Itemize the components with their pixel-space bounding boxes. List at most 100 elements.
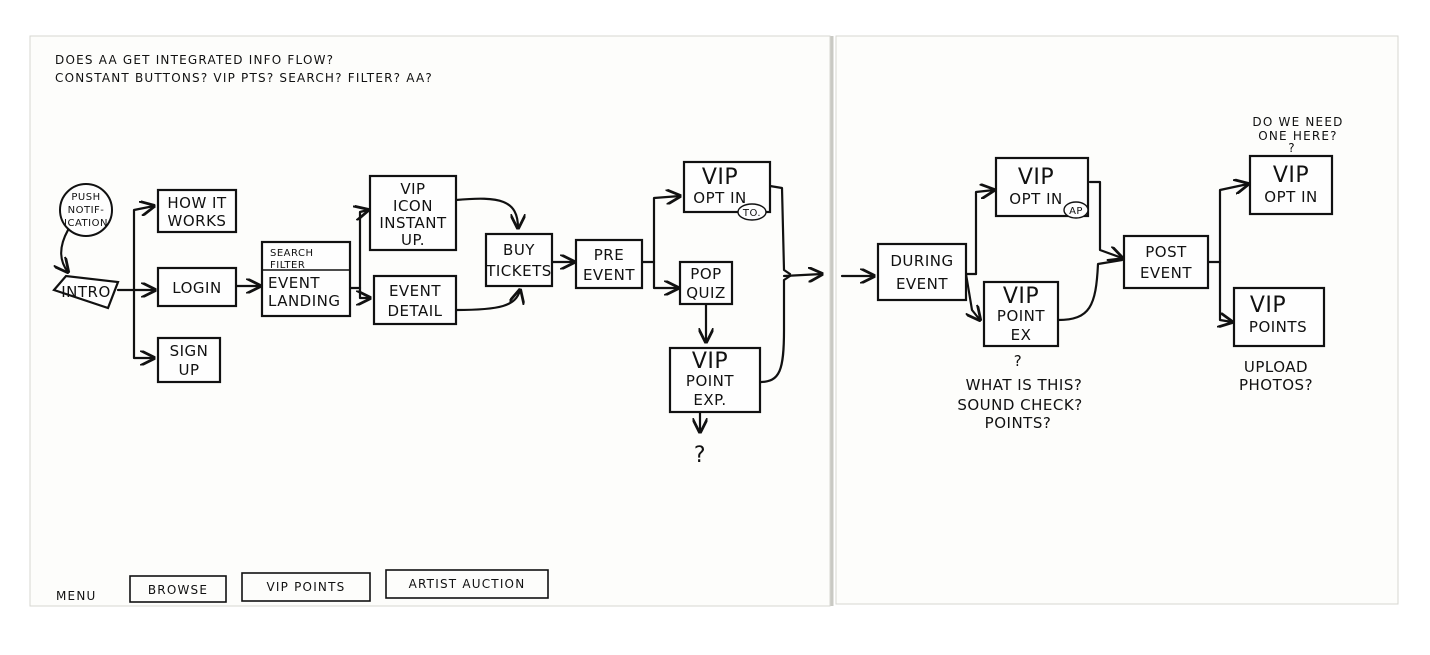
intro-label: INTRO [61, 283, 111, 301]
landing-line-1: EVENT [268, 274, 320, 292]
what-line-4: POINTS? [985, 414, 1052, 432]
signup-line-2: UP [178, 361, 199, 379]
login-node: LOGIN [156, 266, 238, 308]
pre-line-1: PRE [594, 246, 624, 264]
edge-pre-popquiz [652, 260, 678, 288]
buy-line-2: TICKETS [485, 262, 552, 280]
vip-point-ex-node: VIP POINT EX [982, 280, 1060, 348]
during-event-node: DURING EVENT [876, 242, 968, 302]
connectors [61, 182, 1248, 432]
optin2-line-2: OPT IN [1009, 190, 1062, 208]
need-line-2: ONE HERE? [1258, 129, 1338, 143]
optin1-line-2: OPT IN [693, 189, 746, 207]
edge-optin2-post [1088, 180, 1122, 258]
note-do-we-need: DO WE NEED ONE HERE? ? [1252, 115, 1343, 155]
edge-post-optin3 [1218, 184, 1248, 264]
vipicon-line-2: ICON [393, 197, 433, 215]
popquiz-line-2: QUIZ [686, 284, 726, 302]
edge-push-intro [61, 228, 68, 272]
menu-browse[interactable]: BROWSE [129, 575, 227, 603]
detail-line-2: DETAIL [387, 302, 442, 320]
during-line-1: DURING [890, 252, 953, 270]
vip-opt-in-post-node: VIP OPT IN [1248, 154, 1334, 216]
edge-pre-optin1 [652, 196, 680, 264]
edge-intro-signup [132, 288, 154, 358]
detail-line-1: EVENT [389, 282, 441, 300]
post-line-2: EVENT [1140, 264, 1192, 282]
during-line-2: EVENT [896, 275, 948, 293]
optin3-line-2: OPT IN [1264, 188, 1317, 206]
push-notification-node: PUSH NOTIF- ICATION [59, 183, 113, 237]
event-landing-node: SEARCH FILTER EVENT LANDING [260, 240, 352, 318]
post-line-1: POST [1145, 243, 1187, 261]
intro-node: INTRO [52, 274, 120, 310]
pointex-line-3: EX [1011, 326, 1032, 344]
upload-line-1: UPLOAD [1244, 358, 1308, 376]
edge-during-optin2 [974, 190, 994, 276]
how-line-2: WORKS [168, 212, 227, 230]
optin1-badge: TO. [742, 208, 761, 219]
header-question-1: DOES AA GET INTEGRATED INFO FLOW? [55, 53, 334, 67]
what-line-3: SOUND CHECK? [957, 396, 1082, 414]
pre-line-2: EVENT [583, 266, 635, 284]
note-upload-photos: UPLOAD PHOTOS? [1239, 358, 1313, 394]
pointexp-question: ? [694, 443, 706, 468]
edge-landing-detail [360, 286, 370, 298]
vip-opt-in-pre-node: VIP OPT IN TO. [682, 160, 772, 221]
push-line-1: PUSH [71, 192, 100, 203]
edge-post-points [1220, 260, 1232, 322]
menu-vip-points-label: VIP POINTS [267, 580, 346, 594]
menu-artist-auction[interactable]: ARTIST AUCTION [385, 569, 549, 599]
note-what-is-this: ? WHAT IS THIS? SOUND CHECK? POINTS? [957, 352, 1082, 432]
edge-vipicon-buy [454, 197, 518, 228]
how-line-1: HOW IT [167, 194, 227, 212]
signup-node: SIGN UP [156, 336, 222, 384]
edge-optin1-merge [768, 184, 792, 276]
need-line-1: DO WE NEED [1252, 115, 1343, 129]
vip-icon-node: VIP ICON INSTANT UP. [368, 174, 458, 252]
points-line-1: VIP [1250, 293, 1286, 318]
optin3-line-1: VIP [1273, 163, 1309, 188]
need-line-3: ? [1288, 141, 1296, 155]
push-line-3: ICATION [64, 218, 108, 229]
edge-pointexp-merge [758, 274, 792, 384]
how-it-works-node: HOW IT WORKS [156, 188, 238, 234]
upload-line-2: PHOTOS? [1239, 376, 1313, 394]
vip-points-node: VIP POINTS [1232, 286, 1326, 348]
header-question-2: CONSTANT BUTTONS? VIP PTS? SEARCH? FILTE… [55, 71, 433, 85]
pointexp-line-3: EXP. [693, 391, 726, 409]
edge-during-pointex [964, 272, 980, 320]
filter-label: FILTER [270, 260, 305, 271]
signup-line-1: SIGN [170, 342, 209, 360]
pointex-line-2: POINT [997, 307, 1045, 325]
optin1-line-1: VIP [702, 165, 738, 190]
login-label: LOGIN [172, 279, 221, 297]
vipicon-line-3: INSTANT [379, 214, 447, 232]
edge-merge-next [782, 274, 822, 276]
vip-point-exp-node: VIP POINT EXP. [668, 346, 762, 414]
pointexp-line-2: POINT [686, 372, 734, 390]
edge-detail-buy [454, 290, 520, 312]
menu-vip-points[interactable]: VIP POINTS [241, 572, 371, 602]
edge-landing-vipicon [360, 210, 368, 290]
optin2-line-1: VIP [1018, 165, 1054, 190]
vipicon-line-1: VIP [400, 180, 425, 198]
event-detail-node: EVENT DETAIL [372, 274, 458, 326]
optin2-badge: AP [1069, 206, 1083, 217]
landing-line-2: LANDING [268, 292, 341, 310]
pre-event-node: PRE EVENT [574, 238, 644, 290]
popquiz-line-1: POP [690, 265, 721, 283]
buy-tickets-node: BUY TICKETS [484, 232, 554, 288]
push-line-2: NOTIF- [68, 205, 105, 216]
post-event-node: POST EVENT [1122, 234, 1210, 290]
search-label: SEARCH [270, 248, 313, 259]
points-line-2: POINTS [1249, 318, 1307, 336]
menu-browse-label: BROWSE [148, 583, 208, 597]
vip-opt-in-during-node: VIP OPT IN AP [994, 156, 1090, 219]
edge-pointex-post [1056, 258, 1124, 322]
edge-intro-how [132, 206, 154, 292]
pointex-line-1: VIP [1003, 284, 1039, 309]
vipicon-line-4: UP. [401, 231, 425, 249]
menu-label: MENU [56, 589, 97, 603]
